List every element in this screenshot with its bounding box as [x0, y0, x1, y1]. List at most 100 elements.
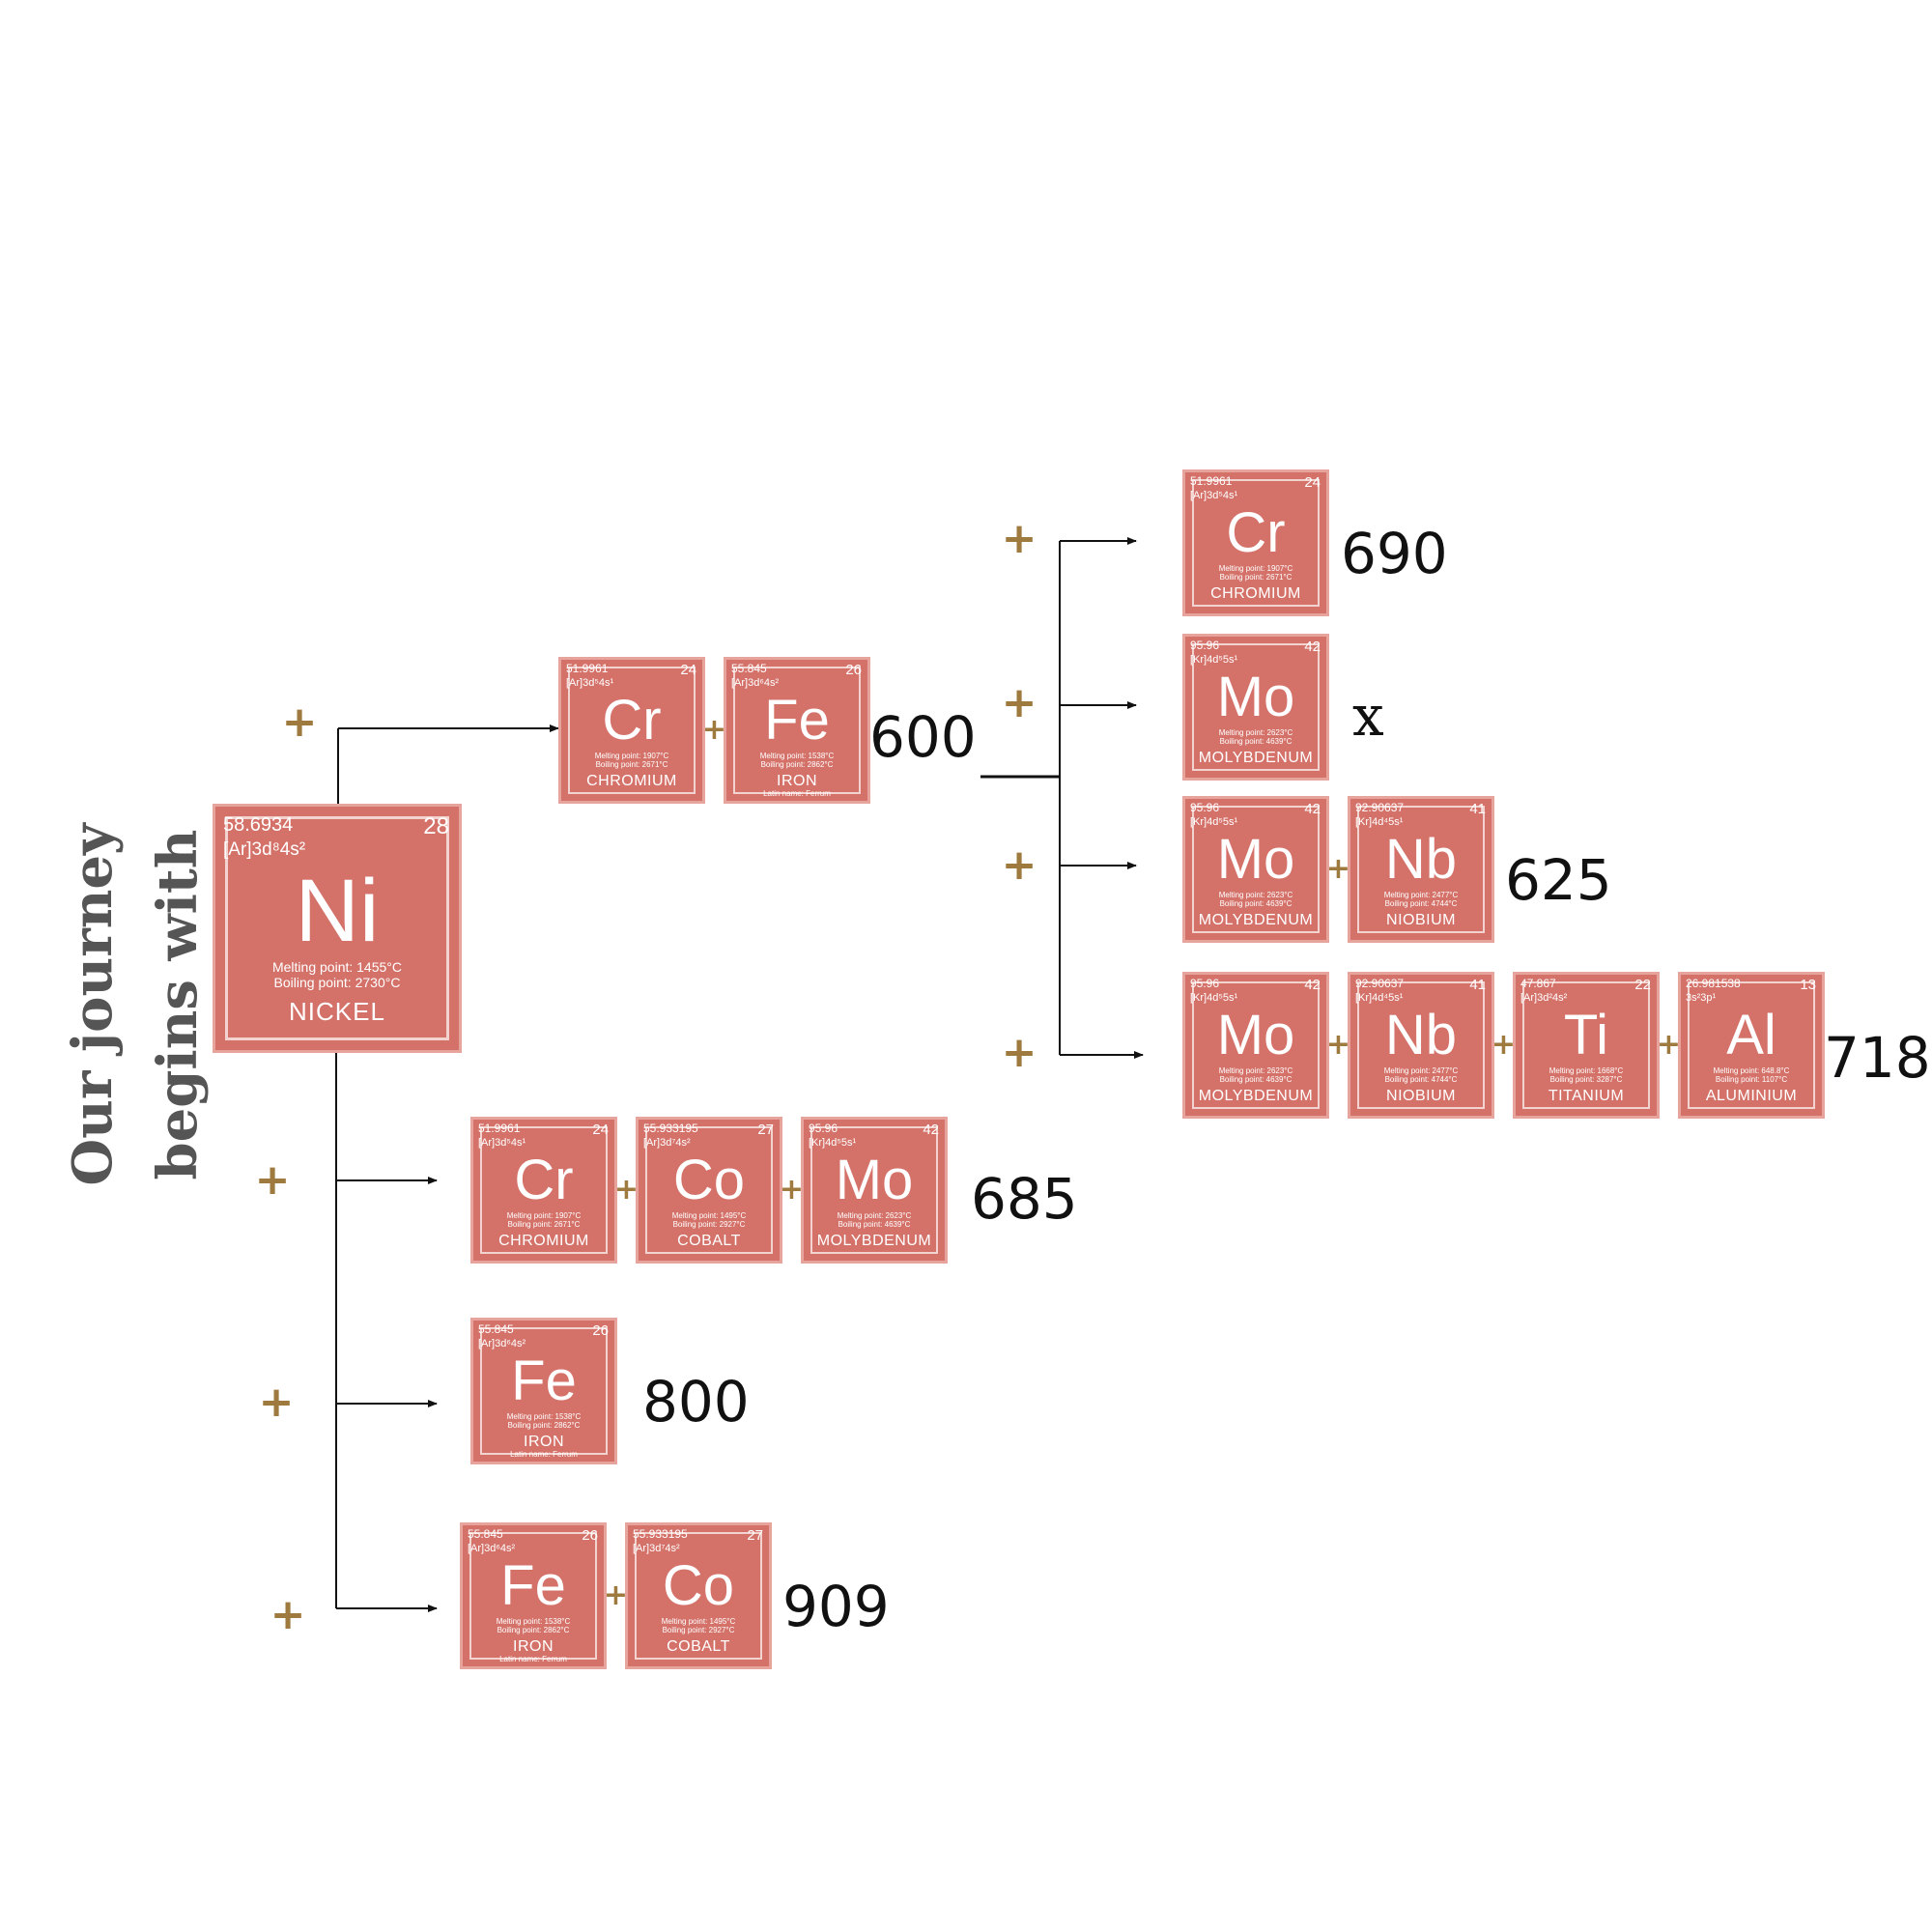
element-name: NICKEL [289, 997, 385, 1026]
element-name: NIOBIUM [1386, 1088, 1456, 1104]
element-name: IRON [777, 773, 817, 789]
branch-plus-icon: + [1001, 840, 1037, 890]
atomic-mass: 58.6934 [223, 814, 294, 836]
boiling-point: Boiling point: 3287°C [1549, 1075, 1623, 1084]
atomic-mass: 55.845 [731, 662, 767, 675]
tile-frame [1357, 981, 1485, 1109]
element-symbol: Cr [602, 689, 662, 752]
electron-config: [Kr]4d⁵5s¹ [809, 1137, 857, 1149]
melting-point: Melting point: 1907°C [506, 1211, 582, 1220]
tile-frame [645, 1126, 773, 1254]
melting-point: Melting point: 2477°C [1383, 1066, 1459, 1075]
atomic-mass: 51.9961 [478, 1122, 521, 1135]
atomic-mass: 26.981538 [1686, 977, 1741, 990]
tile-frame [1192, 806, 1320, 933]
plus-between-icon: + [1656, 1028, 1682, 1062]
plus-between-icon: + [1325, 1028, 1351, 1062]
atomic-number: 24 [1304, 474, 1321, 491]
boiling-point: Boiling point: 2862°C [507, 1421, 581, 1430]
tile-frame [1688, 981, 1815, 1109]
electron-config: [Kr]4d⁵5s¹ [1190, 816, 1238, 828]
electron-config: [Ar]3d⁵4s¹ [1190, 490, 1238, 501]
boiling-point: Boiling point: 2671°C [507, 1220, 581, 1229]
electron-config: [Kr]4d⁵5s¹ [1190, 654, 1238, 666]
melting-point: Melting point: 2623°C [837, 1211, 912, 1220]
boiling-point: Boiling point: 4639°C [1219, 899, 1293, 908]
melting-point: Melting point: 1455°C [271, 959, 402, 975]
element-symbol: Fe [511, 1350, 577, 1412]
element-symbol: Fe [764, 689, 830, 752]
melting-point: Melting point: 1538°C [759, 752, 835, 760]
atomic-mass: 95.96 [1190, 977, 1220, 990]
atomic-number: 26 [582, 1527, 598, 1544]
boiling-point: Boiling point: 2671°C [595, 760, 668, 769]
latin-name: Latin name: Ferrum [763, 789, 831, 798]
tile-frame [1192, 981, 1320, 1109]
melting-point: Melting point: 1495°C [671, 1211, 747, 1220]
branch-plus-icon: + [254, 1155, 291, 1205]
element-name: MOLYBDENUM [1198, 750, 1314, 766]
alloy-value: 800 [642, 1369, 750, 1435]
element-name: ALUMINIUM [1705, 1088, 1798, 1104]
tile-frame [1357, 806, 1485, 933]
boiling-point: Boiling point: 2671°C [1219, 573, 1293, 582]
tile-frame [480, 1126, 608, 1254]
atomic-mass: 51.9961 [566, 662, 609, 675]
element-symbol: Co [662, 1554, 735, 1617]
branch-plus-icon: + [281, 697, 318, 747]
atomic-number: 26 [592, 1322, 609, 1339]
element-symbol: Mo [1216, 828, 1295, 891]
tile-frame [810, 1126, 938, 1254]
element-name: TITANIUM [1548, 1088, 1625, 1104]
journey-title: Our journey begins with [61, 823, 210, 1186]
tile-frame [568, 667, 696, 794]
element-symbol: Fe [500, 1554, 566, 1617]
melting-point: Melting point: 1907°C [594, 752, 669, 760]
melting-point: Melting point: 1538°C [506, 1412, 582, 1421]
atomic-number: 27 [747, 1527, 763, 1544]
boiling-point: Boiling point: 1107°C [1715, 1075, 1788, 1084]
element-symbol: Mo [1216, 666, 1295, 728]
branch-plus-icon: + [1001, 1028, 1037, 1077]
atomic-number: 28 [423, 813, 449, 839]
melting-point: Melting point: 1495°C [661, 1617, 736, 1626]
boiling-point: Boiling point: 4639°C [1219, 1075, 1293, 1084]
element-name: COBALT [667, 1638, 730, 1655]
melting-point: Melting point: 1907°C [1218, 564, 1293, 573]
atomic-mass: 55.933195 [633, 1527, 688, 1541]
atomic-number: 13 [1800, 977, 1816, 993]
atomic-mass: 55.845 [468, 1527, 503, 1541]
melting-point: Melting point: 2477°C [1383, 891, 1459, 899]
electron-config: [Kr]4d⁵5s¹ [1190, 992, 1238, 1004]
melting-point: Melting point: 2623°C [1218, 728, 1293, 737]
element-name: MOLYBDENUM [1198, 1088, 1314, 1104]
element-symbol: Nb [1384, 1004, 1458, 1066]
atomic-mass: 95.96 [1190, 801, 1220, 814]
latin-name: Latin name: Ferrum [510, 1450, 578, 1459]
alloy-value: 600 [869, 704, 977, 770]
branch-plus-icon: + [258, 1378, 295, 1427]
atomic-mass: 92.90637 [1355, 801, 1405, 814]
atomic-mass: 55.845 [478, 1322, 514, 1336]
atomic-mass: 51.9961 [1190, 474, 1233, 488]
alloy-value: 909 [782, 1574, 890, 1639]
atomic-number: 22 [1634, 977, 1651, 993]
boiling-point: Boiling point: 2927°C [672, 1220, 746, 1229]
atomic-number: 41 [1469, 801, 1486, 817]
